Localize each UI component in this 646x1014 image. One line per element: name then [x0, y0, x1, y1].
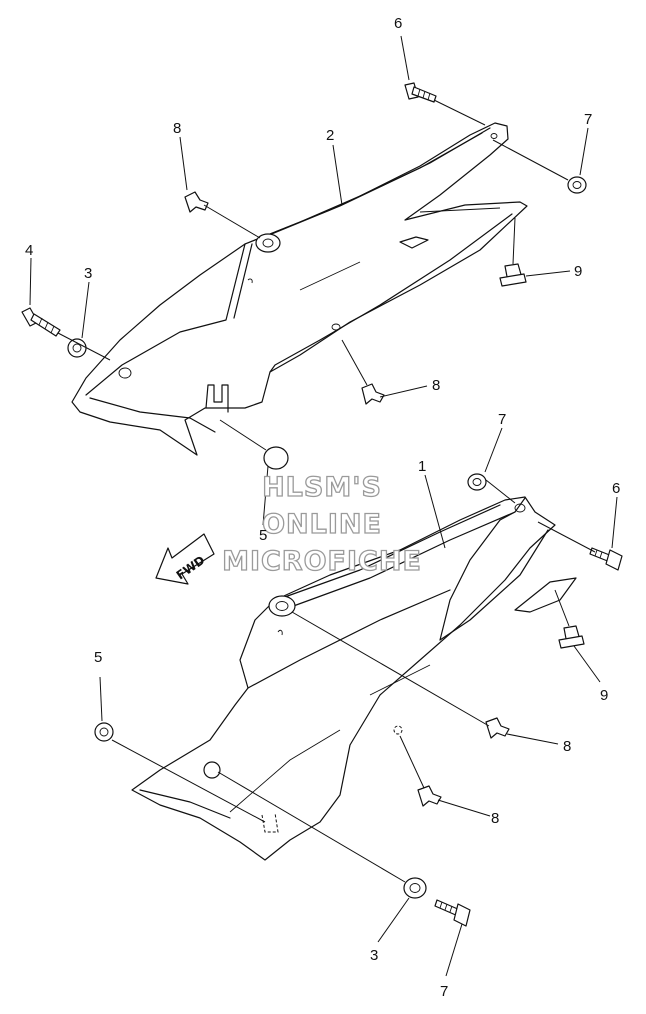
nut-7-top [567, 176, 587, 194]
callout-7-top: 7 [584, 111, 592, 128]
callout-3-lower: 3 [370, 947, 378, 964]
callout-5-lower: 5 [94, 649, 102, 666]
callout-1: 1 [418, 458, 426, 475]
watermark-line-1: HLSM'S [262, 472, 382, 503]
side-cover-upper [71, 122, 528, 456]
clip-8-upper [361, 383, 385, 405]
clip-8-lower-a [485, 717, 510, 739]
clip-8-top [184, 191, 209, 213]
screw-9-lower [558, 625, 585, 649]
callout-7-bottom: 7 [440, 983, 448, 1000]
callout-2: 2 [326, 127, 334, 144]
callout-8-top: 8 [173, 120, 181, 137]
leader-lines [29, 35, 618, 977]
bolt-6-mid [589, 547, 623, 571]
collar-3-lower [403, 877, 427, 899]
watermark-line-3: MICROFICHE [222, 546, 422, 577]
bolt-7-bottom [434, 899, 471, 927]
callout-6-mid: 6 [612, 480, 620, 497]
fwd-arrow: FWD [155, 533, 215, 585]
collar-3-upper [67, 338, 87, 358]
callout-9-upper: 9 [574, 263, 582, 280]
callout-7-mid: 7 [498, 411, 506, 428]
callout-8-lower-b: 8 [491, 810, 499, 827]
screw-9-upper [499, 263, 527, 287]
callouts: 6 7 8 2 4 3 9 8 5 7 1 6 5 9 8 8 3 7 [25, 15, 620, 1000]
callout-3-upper: 3 [84, 265, 92, 282]
callout-9-lower: 9 [600, 687, 608, 704]
bolt-6-top [404, 82, 437, 103]
callout-8-upper: 8 [432, 377, 440, 394]
watermark-line-2: ONLINE [262, 509, 382, 540]
nut-7-mid [467, 473, 487, 491]
grommet-5-upper [263, 446, 289, 470]
callout-6-top: 6 [394, 15, 402, 32]
clip-8-lower-b [417, 785, 442, 807]
bolt-4 [21, 307, 61, 337]
callout-8-lower-a: 8 [563, 738, 571, 755]
callout-4: 4 [25, 242, 33, 259]
grommet-5-lower [94, 722, 114, 742]
callout-5-upper: 5 [259, 527, 267, 544]
watermark: HLSM'S ONLINE MICROFICHE [221, 471, 422, 577]
